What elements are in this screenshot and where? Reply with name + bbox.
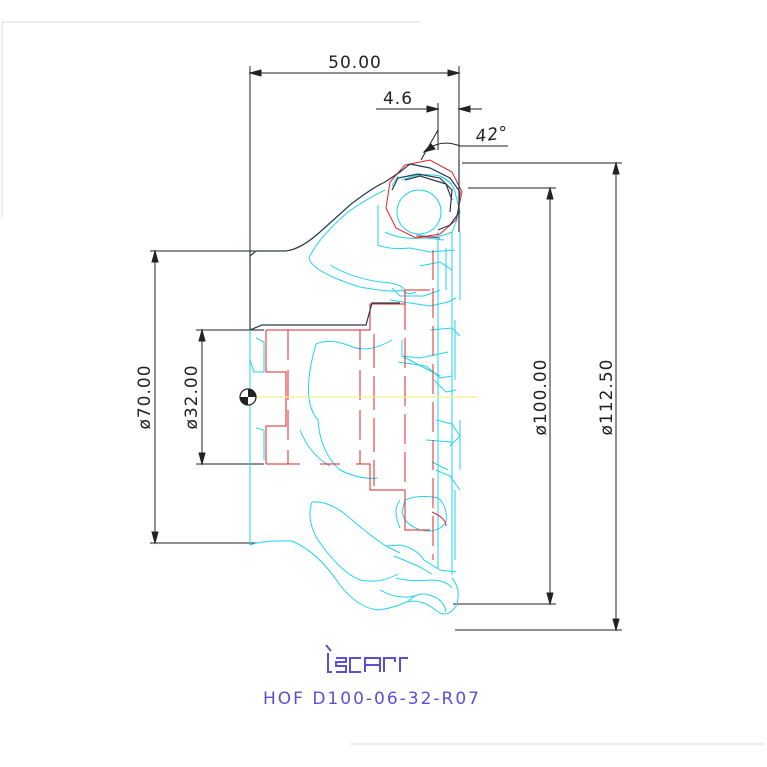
cyan-side-view	[249, 174, 461, 615]
dim-angle-label: 42°	[474, 123, 510, 147]
center-mark-icon	[239, 388, 257, 406]
brand-logo	[325, 644, 408, 673]
sheet-frame	[1, 21, 765, 745]
dim-dia112-label: ø112.50	[597, 359, 617, 436]
dim-dia32-label: ø32.00	[182, 364, 202, 429]
dim-dia70-label: ø70.00	[135, 364, 155, 429]
dim-dia100-label: ø100.00	[531, 359, 551, 436]
dim-width-label: 50.00	[328, 53, 382, 73]
red-section	[265, 159, 463, 560]
dimension-lines	[150, 66, 622, 632]
dim-offset-label: 4.6	[383, 89, 413, 109]
part-code: HOF D100-06-32-R07	[263, 689, 481, 709]
body-outline	[249, 160, 461, 331]
